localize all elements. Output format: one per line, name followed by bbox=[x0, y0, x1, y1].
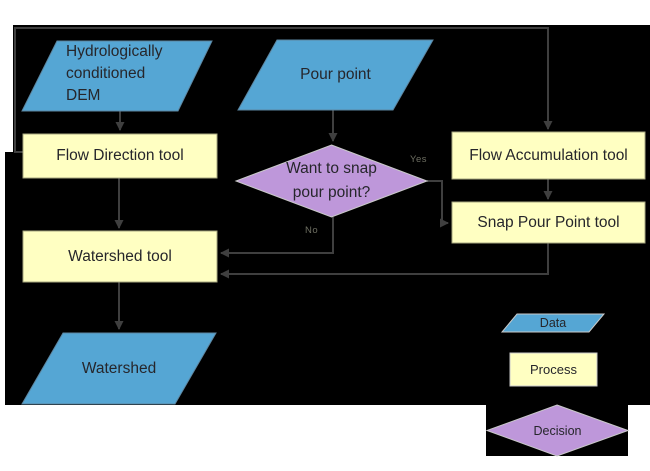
legend-data-parallelogram bbox=[500, 313, 606, 333]
legend-process-label: Process bbox=[530, 361, 577, 377]
flow-accumulation-label: Flow Accumulation tool bbox=[469, 146, 628, 164]
node-pour-point-parallelogram bbox=[237, 39, 434, 111]
node-snap-pour-point-box bbox=[451, 201, 646, 244]
pour-point-label: Pour point bbox=[300, 66, 371, 83]
no-edge-label: No bbox=[305, 225, 319, 236]
decision-question-label: Want to snap pour point? bbox=[286, 160, 377, 201]
yes-edge-label: Yes bbox=[410, 154, 427, 165]
flow-direction-label: Flow Direction tool bbox=[56, 147, 184, 164]
node-flow-accumulation-box bbox=[451, 131, 646, 180]
node-watershed-tool-box bbox=[22, 230, 218, 283]
legend-process-box bbox=[509, 352, 598, 387]
dem-label: Hydrologically conditioned DEM bbox=[66, 43, 163, 104]
node-flow-direction-box bbox=[22, 133, 218, 179]
watershed-label: Watershed bbox=[81, 359, 157, 377]
edge-flowdir-to-flowaccum bbox=[14, 27, 553, 153]
watershed-tool-label: Watershed tool bbox=[68, 247, 172, 265]
node-dem-parallelogram bbox=[21, 40, 213, 112]
snap-pour-point-label: Snap Pour Point tool bbox=[477, 213, 620, 231]
edge-decision-yes-to-snap bbox=[427, 180, 449, 228]
node-watershed-parallelogram bbox=[21, 332, 217, 405]
legend-decision-label: Decision bbox=[533, 423, 582, 438]
legend-decision-diamond bbox=[485, 404, 630, 457]
edge-decision-no-to-watershedtool bbox=[220, 217, 334, 258]
edge-snap-to-watershedtool bbox=[220, 243, 549, 279]
canvas-background-left-step bbox=[5, 152, 14, 405]
node-decision-diamond bbox=[234, 144, 429, 218]
legend-data-label: Data bbox=[539, 316, 567, 330]
